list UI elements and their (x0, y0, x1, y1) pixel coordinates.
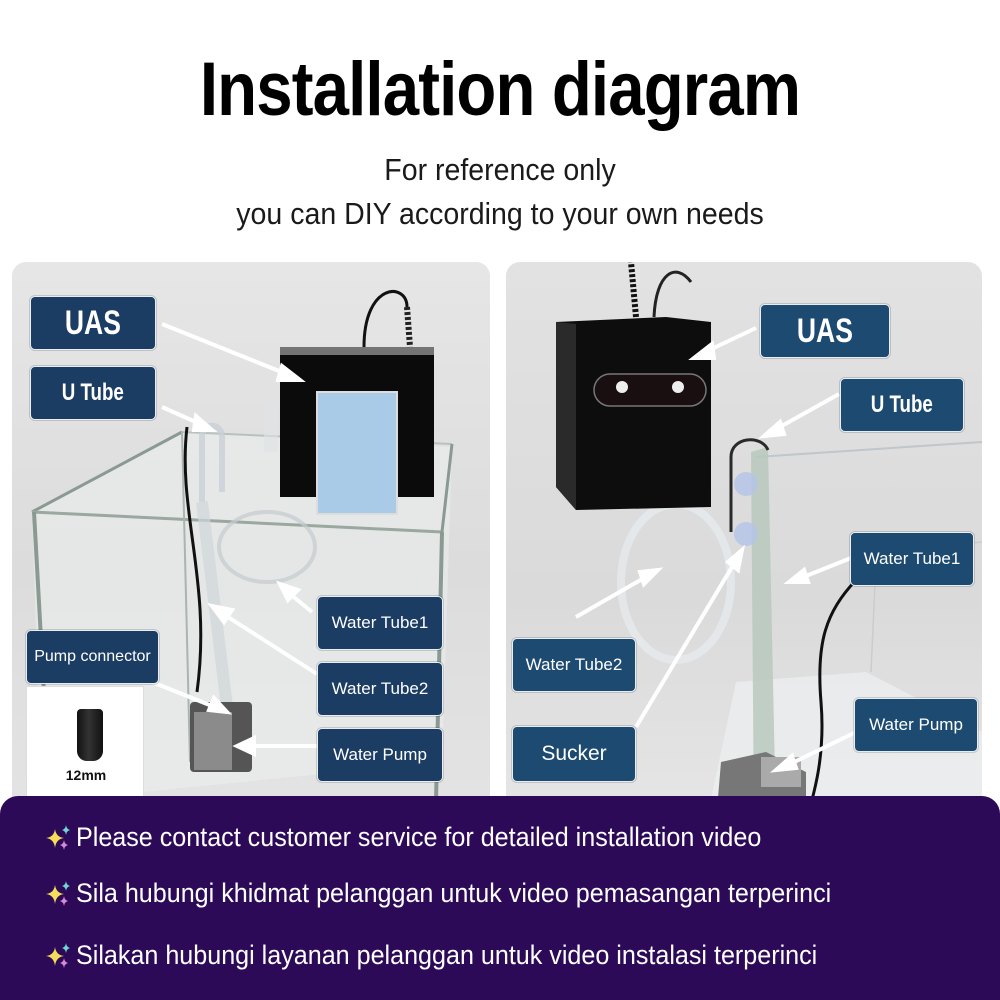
connector-dimension: 12mm (65, 767, 107, 783)
footer-notice-panel (0, 796, 1000, 1000)
label-u-tube: U Tube (840, 378, 964, 432)
left-installation-photo: UAS U Tube Water Tube1 Water Tube2 Water… (12, 262, 490, 822)
footer-line-english: Please contact customer service for deta… (44, 822, 813, 853)
connector-tube-icon (77, 709, 103, 761)
right-installation-photo: UAS U Tube Water Tube1 Water Tube2 Sucke… (506, 262, 982, 822)
footer-text: Silakan hubungi layanan pelanggan untuk … (76, 940, 818, 970)
label-pump-connector: Pump connector (26, 630, 159, 684)
footer-text: Sila hubungi khidmat pelanggan untuk vid… (76, 878, 832, 908)
label-water-tube2: Water Tube2 (512, 638, 636, 692)
page-title: Installation diagram (199, 47, 801, 132)
label-water-tube2: Water Tube2 (317, 662, 443, 716)
label-uas: UAS (30, 296, 156, 350)
footer-line-malay: Sila hubungi khidmat pelanggan untuk vid… (44, 878, 888, 909)
label-sucker: Sucker (512, 726, 636, 782)
label-uas: UAS (760, 304, 890, 358)
subtitle-reference: For reference only (384, 152, 616, 187)
footer-line-indonesian: Silakan hubungi layanan pelanggan untuk … (44, 940, 873, 971)
label-water-pump: Water Pump (854, 698, 978, 752)
pump-connector-image: 12mm (26, 686, 144, 798)
sparkles-icon (46, 880, 70, 906)
sparkles-icon (46, 942, 70, 968)
label-water-tube1: Water Tube1 (317, 596, 443, 650)
label-water-pump: Water Pump (317, 728, 443, 782)
subtitle-diy: you can DIY according to your own needs (236, 196, 764, 231)
label-water-tube1: Water Tube1 (850, 532, 974, 586)
sparkles-icon (46, 824, 70, 850)
footer-text: Please contact customer service for deta… (76, 822, 762, 852)
label-u-tube: U Tube (30, 366, 156, 420)
